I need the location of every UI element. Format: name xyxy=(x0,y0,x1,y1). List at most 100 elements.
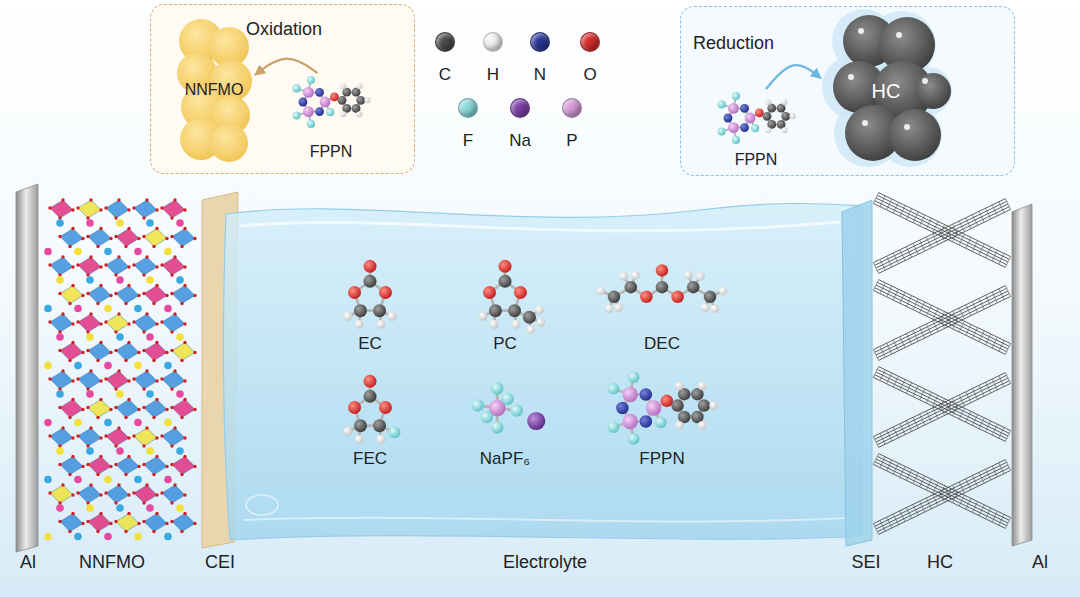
graphene-line xyxy=(926,411,931,422)
graphene-line xyxy=(877,294,1009,358)
graphene-line xyxy=(926,479,931,490)
oxygen-dot xyxy=(61,483,64,486)
pouch-highlight xyxy=(240,222,840,231)
oxygen-dot xyxy=(170,330,173,333)
molecule-name: FPPN xyxy=(639,449,684,469)
ion-dot xyxy=(134,419,142,427)
graphene-line xyxy=(966,479,971,490)
atom xyxy=(755,108,764,117)
atom xyxy=(718,128,726,136)
oxygen-dot xyxy=(81,408,84,411)
graphene-line xyxy=(959,221,964,232)
atom xyxy=(299,98,308,107)
ion-dot xyxy=(104,362,112,370)
graphene-line xyxy=(880,196,885,207)
graphene-line xyxy=(959,482,964,493)
atom xyxy=(340,83,346,89)
oxygen-dot xyxy=(114,349,117,352)
oxygen-dot xyxy=(58,349,61,352)
graphene-line xyxy=(920,414,925,425)
octahedron xyxy=(106,314,129,332)
octahedron xyxy=(106,200,129,218)
oxygen-dot xyxy=(99,341,102,344)
oxygen-dot xyxy=(137,465,140,468)
oxygen-dot xyxy=(127,493,130,496)
graphene-line xyxy=(913,504,918,515)
oxygen-dot xyxy=(99,265,102,268)
oxygen-dot xyxy=(170,406,173,409)
atom xyxy=(348,286,361,299)
oxygen-dot xyxy=(127,284,130,287)
ion-dot xyxy=(74,362,82,370)
graphene-line xyxy=(966,324,971,335)
legend-item: F xyxy=(443,98,493,151)
graphene-line xyxy=(1005,373,1010,384)
oxygen-dot xyxy=(48,377,51,380)
atom xyxy=(303,87,314,98)
graphene-line xyxy=(959,495,964,506)
graphene-line xyxy=(920,476,925,487)
ion-dot xyxy=(86,390,94,398)
octahedron xyxy=(144,514,167,532)
oxygen-dot xyxy=(155,512,158,515)
callout-box: ReductionFPPNHC xyxy=(680,6,1015,176)
graphene-line xyxy=(875,288,1007,352)
atom xyxy=(661,395,673,407)
graphene-line xyxy=(887,286,892,297)
oxygen-dot xyxy=(165,522,168,525)
graphene-line xyxy=(876,204,1008,268)
oxygen-dot xyxy=(86,444,89,447)
atom xyxy=(698,421,707,430)
graphene-line xyxy=(926,498,931,509)
atom xyxy=(483,286,496,299)
oxygen-dot xyxy=(152,359,155,362)
oxygen-dot xyxy=(68,416,71,419)
node-label: HC xyxy=(872,80,901,103)
graphene-line xyxy=(992,337,997,348)
graphene-line xyxy=(979,418,984,429)
oxygen-dot xyxy=(48,320,51,323)
graphene-line xyxy=(887,199,892,210)
atom xyxy=(619,272,628,281)
atom xyxy=(293,112,301,120)
molecule xyxy=(478,260,545,334)
label-holder: Al xyxy=(20,552,36,573)
oxygen-dot xyxy=(99,493,102,496)
atom xyxy=(605,304,614,313)
oxygen-dot xyxy=(68,302,71,305)
oxygen-dot xyxy=(58,235,61,238)
atom xyxy=(710,304,719,313)
graphene-line xyxy=(939,231,944,242)
oxygen-dot xyxy=(89,312,92,315)
oxygen-dot xyxy=(61,369,64,372)
oxygen-dot xyxy=(99,398,102,401)
ion-dot xyxy=(134,476,142,484)
oxygen-dot xyxy=(180,245,183,248)
octahedron xyxy=(88,286,111,304)
oxygen-dot xyxy=(160,263,163,266)
oxygen-dot xyxy=(183,493,186,496)
oxygen-dot xyxy=(86,463,89,466)
atom xyxy=(330,92,339,101)
octahedron xyxy=(162,257,185,275)
callout-ground xyxy=(150,4,415,174)
oxygen-dot xyxy=(58,520,61,523)
oxygen-dot xyxy=(160,320,163,323)
octahedron xyxy=(88,229,111,247)
oxygen-dot xyxy=(127,265,130,268)
oxygen-dot xyxy=(96,473,99,476)
label-holder: SEI xyxy=(851,552,880,573)
oxygen-dot xyxy=(170,349,173,352)
ion-dot xyxy=(164,476,172,484)
oxygen-dot xyxy=(99,284,102,287)
oxygen-dot xyxy=(160,206,163,209)
octahedron xyxy=(162,314,185,332)
oxygen-dot xyxy=(117,312,120,315)
octahedron xyxy=(134,371,157,389)
octahedron xyxy=(172,400,195,418)
oxygen-dot xyxy=(165,351,168,354)
graphene-line xyxy=(920,327,925,338)
oxygen-dot xyxy=(142,444,145,447)
